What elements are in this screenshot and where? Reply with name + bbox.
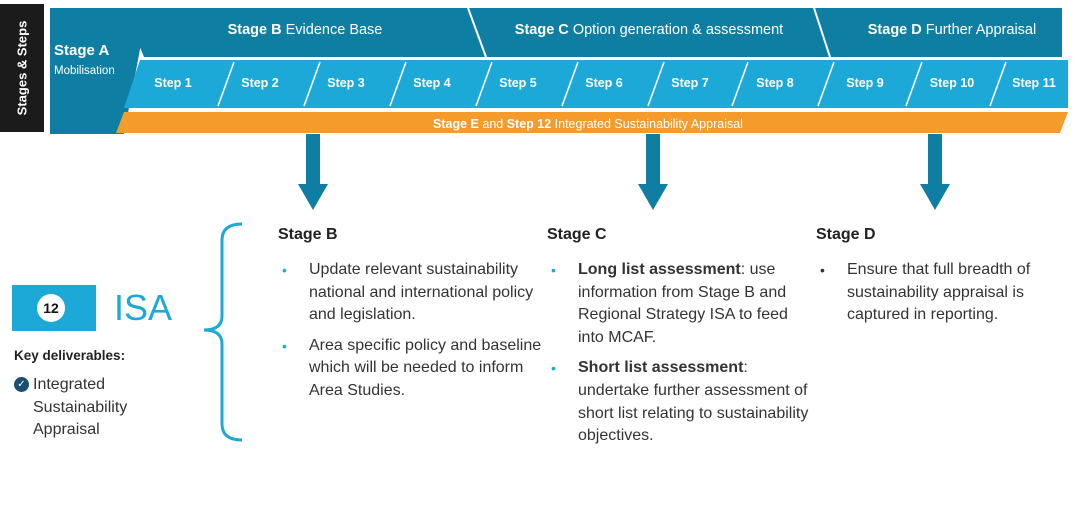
stage-e-bold: Stage E (433, 117, 479, 131)
check-circle-icon: ✓ (14, 377, 29, 392)
stage-e-mid: and (478, 117, 507, 131)
deliverable-text: Integrated Sustainability Appraisal (33, 376, 128, 438)
down-arrow-icon (638, 134, 668, 210)
stage-d-bullets: • Ensure that full breadth of sustainabil… (816, 259, 1061, 335)
stage-e-label: Stage E and Step 12 Integrated Sustainab… (118, 117, 1058, 131)
step-label: Step 5 (499, 76, 537, 90)
curly-brace-icon (203, 222, 243, 442)
stage-c-bullets: • Long list assessment: use information f… (547, 259, 809, 456)
key-deliverables-heading: Key deliverables: (14, 348, 126, 363)
list-item: • Ensure that full breadth of sustainabil… (816, 259, 1061, 327)
bullet-icon: • (282, 262, 287, 278)
step-label: Step 6 (585, 76, 623, 90)
stage-d-header-text: Further Appraisal (921, 22, 1037, 38)
stages-steps-label: Stages & Steps (0, 4, 44, 132)
list-item: • Long list assessment: use information f… (547, 259, 809, 349)
list-item: • Short list assessment: undertake furthe… (547, 357, 809, 447)
stage-d-header: Stage D Further Appraisal (842, 22, 1062, 38)
down-arrow-icon (298, 134, 328, 210)
bullet-bold: Short list assessment (578, 359, 744, 377)
stage-c-shape (468, 8, 830, 57)
stage-b-header-bold: Stage B (227, 22, 282, 38)
bullet-text: : use information from Stage B and Regio… (578, 261, 788, 346)
bullet-icon: • (551, 262, 556, 278)
stage-b-column-title: Stage B (278, 226, 338, 243)
step-divider (647, 61, 665, 107)
step-label: Step 4 (413, 76, 451, 90)
bullet-text: Update relevant sustainability national … (309, 261, 534, 324)
step-divider (817, 61, 835, 107)
stage-divider (467, 7, 487, 58)
bullet-icon: • (551, 360, 556, 377)
stage-c-header-text: Option generation & assessment (568, 22, 784, 38)
step-divider (731, 61, 749, 107)
step-divider (989, 61, 1007, 107)
step-label: Step 10 (929, 76, 975, 90)
stage-b-header: Stage B Evidence Base (190, 22, 420, 38)
step-divider (905, 61, 923, 107)
stage-c-header: Stage C Option generation & assessment (486, 22, 812, 38)
stage-d-column-title: Stage D (816, 226, 876, 243)
step-label: Step 11 (1012, 76, 1056, 90)
steps-row-shape (124, 60, 1068, 108)
stage-d-shape (814, 8, 1062, 57)
bullet-icon: • (820, 262, 825, 278)
list-item: • Update relevant sustainability national… (278, 259, 548, 327)
stage-b-header-text: Evidence Base (281, 22, 383, 38)
bullet-icon: • (282, 337, 287, 354)
step-divider (217, 61, 235, 107)
step-label: Step 1 (154, 76, 192, 90)
step-label: Step 8 (756, 76, 794, 90)
stage-a-shape (50, 8, 144, 134)
bullet-text: Area specific policy and baseline which … (309, 336, 542, 399)
step-label: Step 2 (241, 76, 279, 90)
step-divider (561, 61, 579, 107)
stage-a-title: Stage A (54, 42, 110, 59)
step-divider (303, 61, 321, 107)
list-item: • Area specific policy and baseline which… (278, 335, 548, 403)
isa-title: ISA (114, 287, 173, 328)
step-12-bold: Step 12 (506, 117, 552, 131)
step-divider (475, 61, 493, 107)
step-label: Step 7 (671, 76, 709, 90)
step-number-badge: 12 (37, 294, 65, 322)
bullet-bold: Long list assessment (578, 261, 741, 278)
stage-b-shape (124, 8, 486, 57)
stage-a-subtitle: Mobilisation (54, 65, 115, 77)
stage-e-bar (116, 112, 1068, 133)
stage-c-column-title: Stage C (547, 226, 607, 243)
down-arrow-icon (920, 134, 950, 210)
stage-b-bullets: • Update relevant sustainability national… (278, 259, 548, 411)
stage-divider (813, 7, 831, 58)
step-divider (389, 61, 407, 107)
stage-e-text: Integrated Sustainability Appraisal (551, 117, 743, 131)
stage-d-header-bold: Stage D (867, 22, 922, 38)
side-label-text: Stages & Steps (14, 20, 30, 116)
bullet-text: Ensure that full breadth of sustainabili… (847, 261, 1031, 324)
bullet-text: : undertake further assessment of short … (578, 359, 809, 445)
stage-c-header-bold: Stage C (514, 22, 569, 38)
step-label: Step 3 (327, 76, 365, 90)
step-label: Step 9 (846, 76, 884, 90)
